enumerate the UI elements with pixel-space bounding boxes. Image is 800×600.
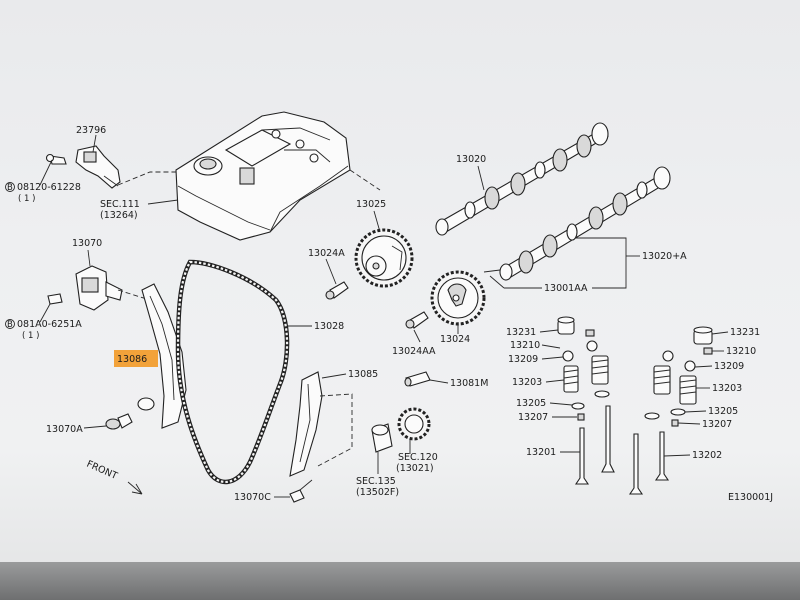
leader-right-13205	[684, 410, 707, 413]
crank-sprocket	[371, 407, 431, 453]
label-13202: 13202	[692, 450, 722, 461]
label-13085: 13085	[348, 369, 378, 380]
leader-right-13207	[677, 422, 701, 425]
exhaust-cam-sprocket	[354, 228, 414, 288]
valve-train-left	[557, 316, 615, 485]
leader-left-13203	[545, 379, 565, 383]
dashed-sensor-link	[117, 171, 176, 186]
label-sec111: SEC.111	[100, 199, 140, 210]
label-sec120: SEC.120	[398, 452, 438, 463]
leader-sec111	[147, 199, 179, 205]
circled-b-marker-1: B	[5, 182, 15, 193]
leader-13070a	[83, 425, 107, 429]
label-13028: 13028	[314, 321, 344, 332]
leader-23796	[92, 134, 97, 153]
guide-bolt	[289, 479, 313, 503]
valve-train-right	[628, 326, 713, 495]
leader-left-13210	[541, 344, 561, 349]
leader-13020	[477, 165, 485, 191]
chain-guide	[289, 371, 323, 477]
leader-081a0	[39, 303, 51, 323]
svg-text:B: B	[7, 320, 13, 330]
leader-13024aa	[413, 329, 421, 343]
dashed-guide-box	[317, 393, 353, 467]
sprocket-bolt-aa	[405, 311, 429, 329]
camshaft-exhaust	[435, 122, 609, 236]
label-right-13205: 13205	[708, 406, 738, 417]
sprocket-bolt-a	[325, 281, 349, 300]
label-081a0-6251a: 081A0-6251A	[17, 319, 82, 330]
cylinder-head-cover	[175, 111, 351, 241]
label-left-13231: 13231	[506, 327, 536, 338]
label-right-13203: 13203	[712, 383, 742, 394]
label-23796: 23796	[76, 125, 106, 136]
front-direction-arrow: FRONT	[85, 459, 143, 495]
label-sec120-ref: (13021)	[396, 463, 434, 474]
label-right-13207: 13207	[702, 419, 732, 430]
label-right-13210: 13210	[726, 346, 756, 357]
label-13024aa: 13024AA	[392, 346, 436, 357]
label-left-13203: 13203	[512, 377, 542, 388]
dashed-cover-link	[349, 169, 381, 191]
label-13081m: 13081M	[450, 378, 488, 389]
leader-13202	[663, 454, 691, 457]
label-right-13231: 13231	[730, 327, 760, 338]
label-08120-61228: 08120-61228	[17, 182, 81, 193]
pivot-bolt	[105, 397, 155, 430]
leader-13025	[373, 210, 381, 233]
timing-chain	[175, 259, 290, 485]
leader-left-13209	[541, 356, 564, 360]
label-left-13205: 13205	[516, 398, 546, 409]
camshaft-sensor	[45, 145, 121, 189]
label-081a0-qty: ( 1 )	[22, 331, 39, 341]
label-13020: 13020	[456, 154, 486, 165]
leader-13020a-bracket	[592, 237, 627, 289]
intake-cam-sprocket	[430, 270, 486, 326]
cam-dowel	[483, 269, 501, 273]
label-13201: 13201	[526, 447, 556, 458]
tension-guide	[141, 283, 187, 429]
label-08120-qty: ( 1 )	[18, 194, 35, 204]
label-left-13207: 13207	[518, 412, 548, 423]
label-left-13210: 13210	[510, 340, 540, 351]
label-13086: 13086	[117, 354, 147, 365]
leader-08120	[39, 159, 53, 186]
label-sec135: SEC.135	[356, 476, 396, 487]
dowel-pin	[404, 371, 431, 387]
leader-left-13231	[539, 329, 559, 333]
leader-13001aa	[489, 275, 505, 289]
label-13001aa: 13001AA	[544, 283, 588, 294]
circled-b-marker-2: B	[5, 319, 15, 330]
label-left-13209: 13209	[508, 354, 538, 365]
leader-13085	[321, 373, 347, 379]
leader-right-13209	[694, 365, 713, 368]
label-sec135-ref: (13502F)	[356, 487, 399, 498]
leader-13070	[87, 249, 91, 267]
label-13070c: 13070C	[234, 492, 271, 503]
label-front: FRONT	[85, 459, 119, 482]
label-right-13209: 13209	[714, 361, 744, 372]
camshaft-intake	[499, 166, 671, 281]
leader-13081m	[429, 379, 449, 384]
leader-13024a	[325, 258, 337, 285]
svg-text:B: B	[7, 183, 13, 193]
label-sec111-ref: (13264)	[100, 210, 138, 221]
figure-code: E130001J	[728, 492, 773, 503]
leader-left-13205	[549, 402, 573, 406]
label-13070: 13070	[72, 238, 102, 249]
label-13020a: 13020+A	[642, 251, 687, 262]
label-13070a: 13070A	[46, 424, 83, 435]
label-13024a: 13024A	[308, 248, 345, 259]
label-13025: 13025	[356, 199, 386, 210]
monitor-bezel	[0, 562, 800, 600]
highlight-13086	[114, 350, 158, 367]
label-13024: 13024	[440, 334, 470, 345]
leader-right-13231	[711, 331, 729, 335]
chain-tensioner	[47, 265, 123, 311]
